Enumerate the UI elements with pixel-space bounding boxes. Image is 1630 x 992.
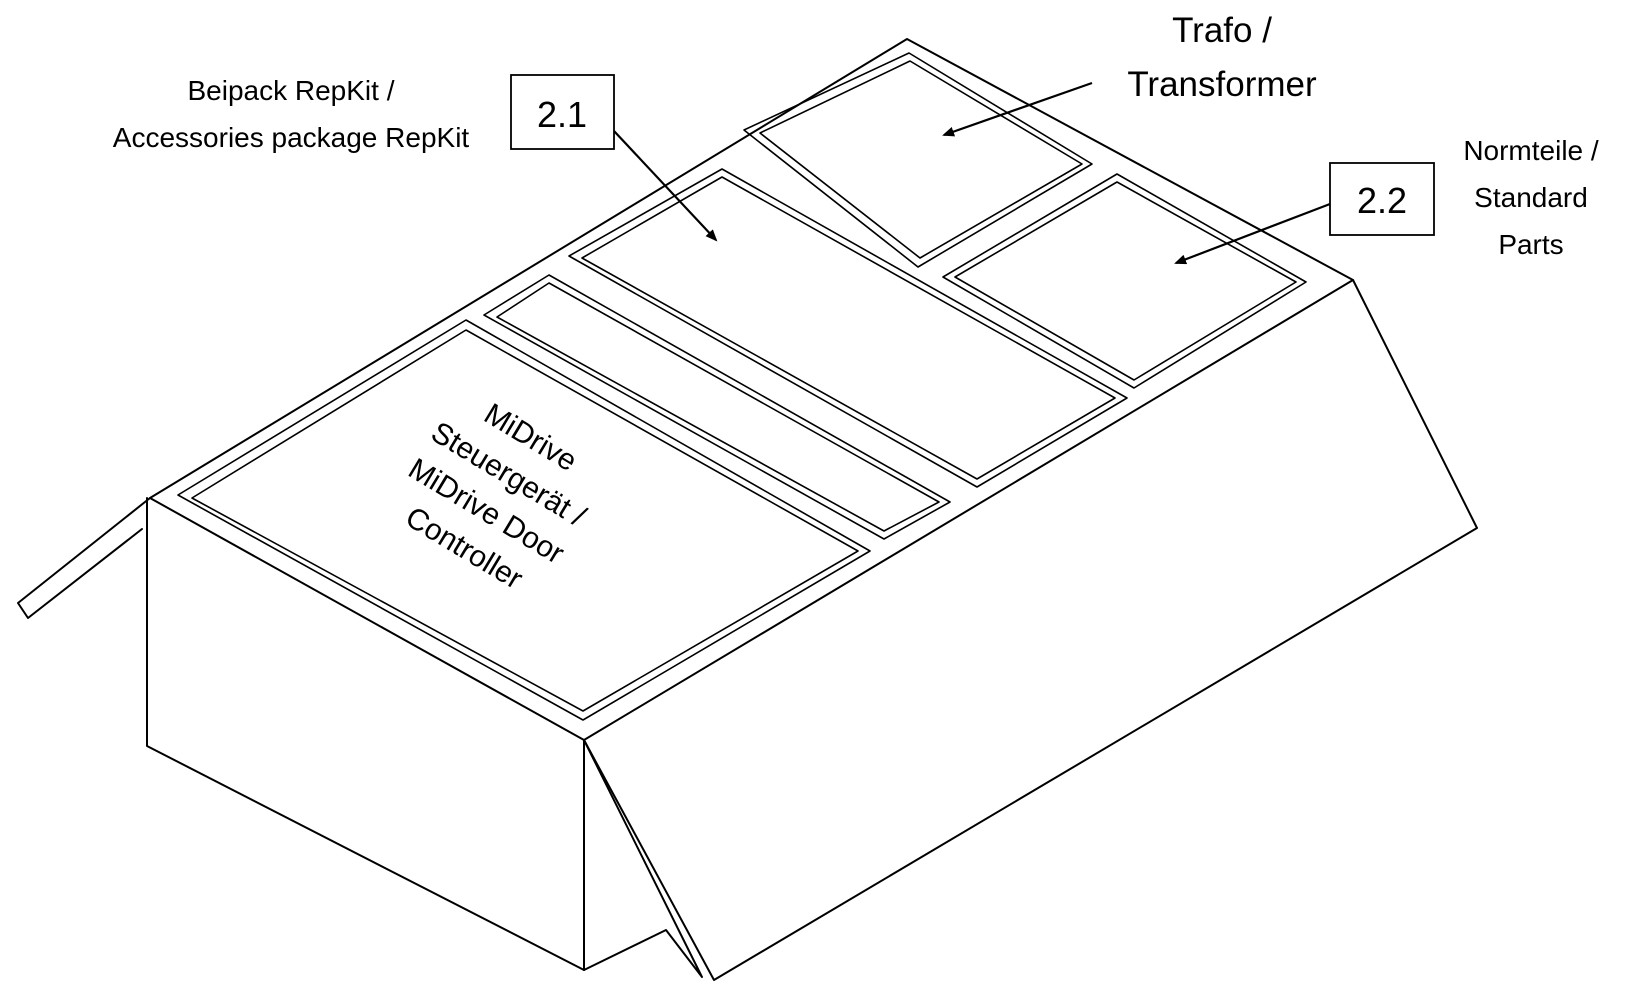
compartment-normteile <box>942 173 1307 389</box>
label-normteile: Normteile / Standard Parts <box>1463 135 1599 260</box>
label-trafo-line1: Trafo / <box>1172 11 1272 50</box>
label-trafo: Trafo / Transformer <box>1127 11 1317 104</box>
compartment-beipack <box>568 168 1128 488</box>
box-front-flap <box>583 739 703 978</box>
label-beipack-line1: Beipack RepKit / <box>188 75 395 106</box>
arrow-2-2 <box>1174 202 1331 265</box>
arrows <box>613 81 1331 265</box>
label-normteile-line2: Standard <box>1474 182 1588 213</box>
callout-2-2-text: 2.2 <box>1357 180 1407 221</box>
label-beipack-line2: Accessories package RepKit <box>113 122 470 153</box>
label-normteile-line3: Parts <box>1498 229 1563 260</box>
box-outline <box>17 38 1478 981</box>
arrow-trafo <box>942 81 1093 137</box>
compartments <box>177 52 1307 721</box>
label-controller: MiDrive Steuergerät / MiDrive Door Contr… <box>400 397 592 596</box>
compartment-controller <box>177 319 871 721</box>
box-left-flap <box>17 497 151 619</box>
box-left-face <box>146 497 585 971</box>
compartment-trafo <box>743 52 1093 268</box>
label-beipack: Beipack RepKit / Accessories package Rep… <box>113 75 470 153</box>
callout-2-2: 2.2 <box>1329 162 1435 236</box>
compartment-strip <box>483 274 951 540</box>
label-trafo-line2: Transformer <box>1127 65 1317 104</box>
callout-2-1: 2.1 <box>510 74 615 150</box>
arrow-2-1 <box>613 130 718 242</box>
label-normteile-line1: Normteile / <box>1463 135 1599 166</box>
callout-2-1-text: 2.1 <box>537 94 587 135</box>
box-right-face <box>583 279 1478 981</box>
